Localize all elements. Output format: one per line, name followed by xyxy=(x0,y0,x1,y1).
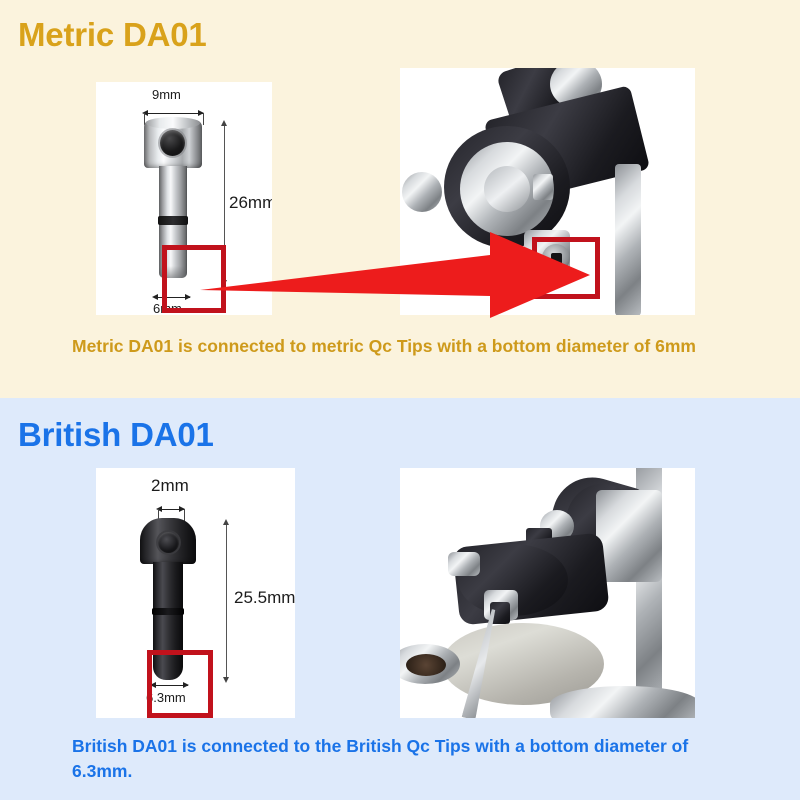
british-dim-hole-line xyxy=(158,509,184,510)
metric-part-head-top xyxy=(146,117,200,129)
photo-british-adapter xyxy=(490,602,510,624)
photo-clamp-block xyxy=(596,490,662,582)
photo-side-screw xyxy=(402,172,442,212)
metric-highlight-box-diagram xyxy=(162,245,226,313)
british-tick-right xyxy=(184,509,185,521)
british-part-illustration xyxy=(140,518,200,683)
metric-part-groove-ring xyxy=(158,216,188,225)
british-part-shaft xyxy=(153,562,183,680)
section-title-british: British DA01 xyxy=(18,416,214,453)
british-dim-length-arrow-down xyxy=(222,677,229,683)
british-photo-scene xyxy=(400,468,695,718)
photo-turntable-base xyxy=(550,686,695,718)
british-dim-length-line xyxy=(226,523,227,681)
metric-dim-bottom-arrow-left xyxy=(152,293,158,300)
metric-caption: Metric DA01 is connected to metric Qc Ti… xyxy=(72,336,696,356)
british-dim-bottom-arrow-left xyxy=(150,681,156,688)
metric-dim-length-label: 26mm xyxy=(229,193,272,212)
british-dimension-diagram: 2mm 25.5mm 6.3mm xyxy=(96,468,295,718)
british-highlight-box-diagram xyxy=(147,650,213,718)
metric-dim-top-width-line xyxy=(144,113,204,114)
section-title-metric: Metric DA01 xyxy=(18,16,207,53)
british-dim-length-arrow-up xyxy=(222,519,229,525)
metric-dim-length-arrow-up xyxy=(220,120,227,126)
metric-dim-length-line xyxy=(224,124,225,284)
metric-dim-bottom-line xyxy=(154,297,190,298)
metric-highlight-box-photo xyxy=(532,237,600,299)
photo-support-rod xyxy=(615,164,641,315)
british-caption: British DA01 is connected to the British… xyxy=(72,736,689,781)
british-tick-left xyxy=(158,509,159,521)
british-dim-hole-arrow-right xyxy=(179,505,185,512)
photo-suction-hub xyxy=(406,654,446,676)
metric-dim-bottom-arrow-right xyxy=(185,293,191,300)
section-metric: Metric DA01 9mm 2mm xyxy=(0,0,800,398)
metric-tick-left xyxy=(144,113,145,125)
british-product-photo xyxy=(400,468,695,718)
photo-side-knob xyxy=(448,552,480,576)
section-british: British DA01 2mm 25.5mm xyxy=(0,398,800,800)
british-dim-hole-label: 2mm xyxy=(151,476,189,495)
metric-tick-right xyxy=(203,113,204,125)
british-part-groove-ring xyxy=(152,608,184,615)
metric-dim-top-width-arrow-left xyxy=(142,109,148,116)
british-dim-hole-arrow-left xyxy=(156,505,162,512)
photo-pin xyxy=(533,174,553,200)
photo-hub xyxy=(484,166,530,212)
british-part-hole xyxy=(158,532,179,553)
metric-part-hole xyxy=(160,130,185,156)
british-dim-bottom-line xyxy=(152,685,188,686)
metric-dim-top-width-label: 9mm xyxy=(152,87,181,102)
metric-dim-top-width-arrow-right xyxy=(198,109,204,116)
british-dim-bottom-arrow-right xyxy=(183,681,189,688)
british-dim-length-label: 25.5mm xyxy=(234,588,295,607)
metric-photo-scene xyxy=(400,68,695,315)
british-dim-bottom-label: 6.3mm xyxy=(146,690,186,705)
